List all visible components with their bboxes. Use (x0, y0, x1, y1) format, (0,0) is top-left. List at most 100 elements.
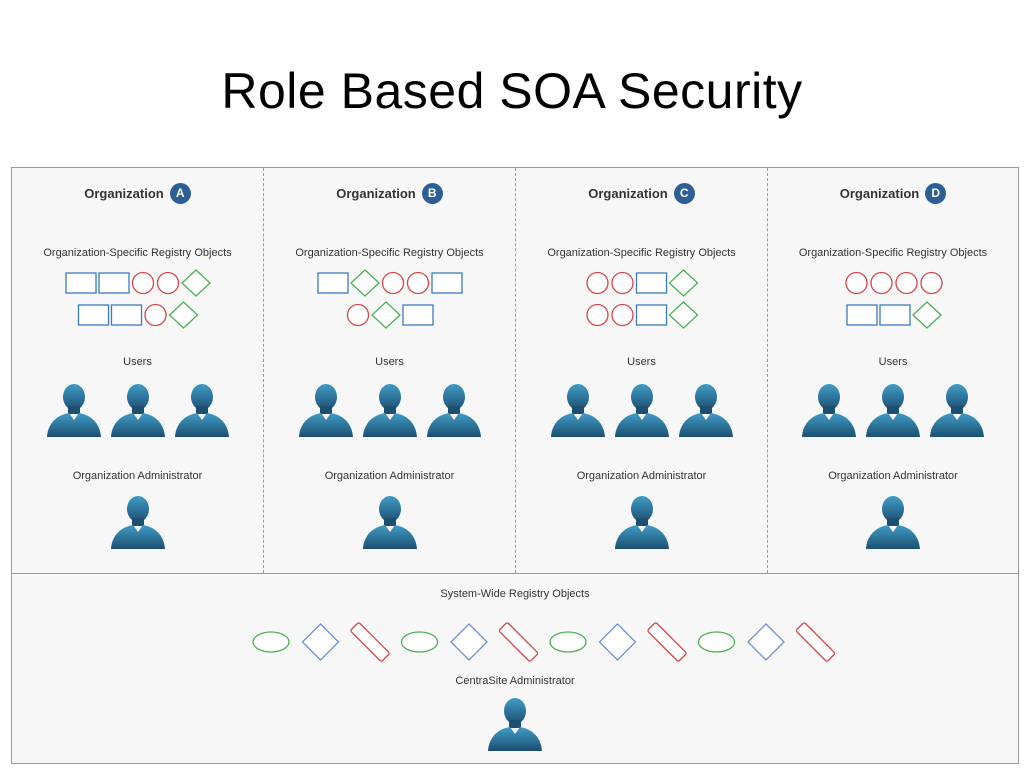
users-row (516, 380, 767, 443)
registry-object-circle (586, 271, 609, 295)
organization-column-b: Organization B Organization-Specific Regis… (264, 168, 516, 573)
organization-name: Organization (84, 186, 164, 201)
registry-object-diamond (168, 301, 199, 329)
user-icon (174, 384, 229, 437)
registry-object-circle (144, 303, 167, 327)
org-objects-label: Organization-Specific Registry Objects (295, 247, 484, 259)
users-row (12, 380, 263, 443)
system-object-diamond (450, 623, 488, 661)
org-objects-group (317, 269, 463, 329)
org-objects-group (586, 269, 699, 329)
system-object-diamond (747, 623, 785, 661)
organization-header: Organization B (264, 183, 515, 204)
registry-object-circle (920, 271, 943, 295)
registry-object-diamond (668, 269, 699, 297)
organization-badge: D (925, 183, 947, 204)
registry-object-rect (846, 304, 878, 326)
org-admin-icon (614, 496, 669, 549)
system-wide-section: System-Wide Registry Objects CentraSite … (12, 573, 1018, 763)
registry-object-rect (635, 272, 668, 294)
registry-object-rect (98, 272, 130, 294)
registry-object-circle (131, 271, 155, 295)
organization-name: Organization (839, 186, 920, 201)
registry-object-rect (402, 304, 434, 326)
users-label: Users (123, 356, 152, 368)
centrasite-admin-row (12, 694, 1018, 757)
org-admin-label: Organization Administrator (576, 470, 707, 482)
registry-object-circle (870, 271, 893, 295)
registry-object-circle (611, 271, 634, 295)
registry-object-diamond (912, 301, 942, 329)
org-admin-row (768, 492, 1018, 555)
system-object-diamond (301, 623, 340, 661)
centrasite-admin-label: CentraSite Administrator (455, 675, 575, 687)
user-icon (930, 384, 984, 437)
registry-object-rect (77, 304, 110, 326)
users-label: Users (627, 356, 656, 368)
system-objects-label: System-Wide Registry Objects (440, 588, 590, 600)
org-objects-label: Organization-Specific Registry Objects (798, 247, 988, 259)
organization-column-c: Organization C Organization-Specific Regis… (516, 168, 768, 573)
org-objects-group (65, 269, 211, 329)
registry-object-rect (110, 304, 143, 326)
soa-security-diagram: Organization A Organization-Specific Regis… (11, 167, 1019, 764)
organization-column-d: Organization D Organization-Specific Regis… (768, 168, 1018, 573)
organization-header: Organization D (768, 183, 1018, 204)
org-admin-label: Organization Administrator (828, 470, 958, 482)
users-label: Users (375, 356, 404, 368)
user-icon (678, 384, 733, 437)
organization-badge: B (421, 183, 443, 204)
system-object-slant (795, 622, 836, 662)
user-icon (298, 384, 353, 437)
user-icon (550, 384, 605, 437)
user-icon (362, 384, 417, 437)
users-row (768, 380, 1018, 443)
registry-object-circle (381, 271, 405, 295)
registry-object-circle (895, 271, 918, 295)
registry-object-rect (431, 272, 463, 294)
system-object-slant (350, 622, 390, 662)
registry-object-diamond (350, 269, 380, 297)
centrasite-admin-icon (488, 698, 542, 751)
system-object-ellipse (549, 631, 587, 653)
user-icon (802, 384, 856, 437)
org-admin-icon (866, 496, 920, 549)
org-admin-row (12, 492, 263, 555)
registry-object-diamond (371, 301, 401, 329)
registry-object-circle (586, 303, 609, 327)
user-icon (46, 384, 101, 437)
organization-header: Organization A (12, 183, 263, 204)
org-admin-label: Organization Administrator (72, 470, 203, 482)
users-label: Users (878, 356, 908, 368)
organization-name: Organization (588, 186, 668, 201)
org-objects-label: Organization-Specific Registry Objects (43, 247, 232, 259)
organization-name: Organization (336, 186, 416, 201)
registry-object-circle (156, 271, 180, 295)
org-admin-icon (110, 496, 165, 549)
system-object-slant (498, 622, 539, 662)
organization-header: Organization C (516, 183, 767, 204)
registry-object-circle (346, 303, 370, 327)
slide-title: Role Based SOA Security (221, 63, 803, 119)
org-admin-row (516, 492, 767, 555)
user-icon (614, 384, 669, 437)
registry-object-rect (317, 272, 349, 294)
system-object-ellipse (252, 631, 290, 653)
organization-badge: A (169, 183, 191, 204)
org-admin-icon (362, 496, 417, 549)
users-row (264, 380, 515, 443)
user-icon (866, 384, 920, 437)
registry-object-diamond (181, 269, 211, 297)
system-object-diamond (598, 623, 637, 661)
system-object-ellipse (400, 631, 439, 653)
registry-object-circle (845, 271, 868, 295)
registry-object-circle (406, 271, 430, 295)
registry-object-rect (65, 272, 97, 294)
registry-object-diamond (668, 301, 699, 329)
system-object-slant (647, 622, 687, 662)
organization-badge: C (673, 183, 695, 204)
user-icon (426, 384, 481, 437)
registry-object-rect (635, 304, 668, 326)
system-object-ellipse (697, 631, 736, 653)
org-objects-label: Organization-Specific Registry Objects (547, 247, 736, 259)
